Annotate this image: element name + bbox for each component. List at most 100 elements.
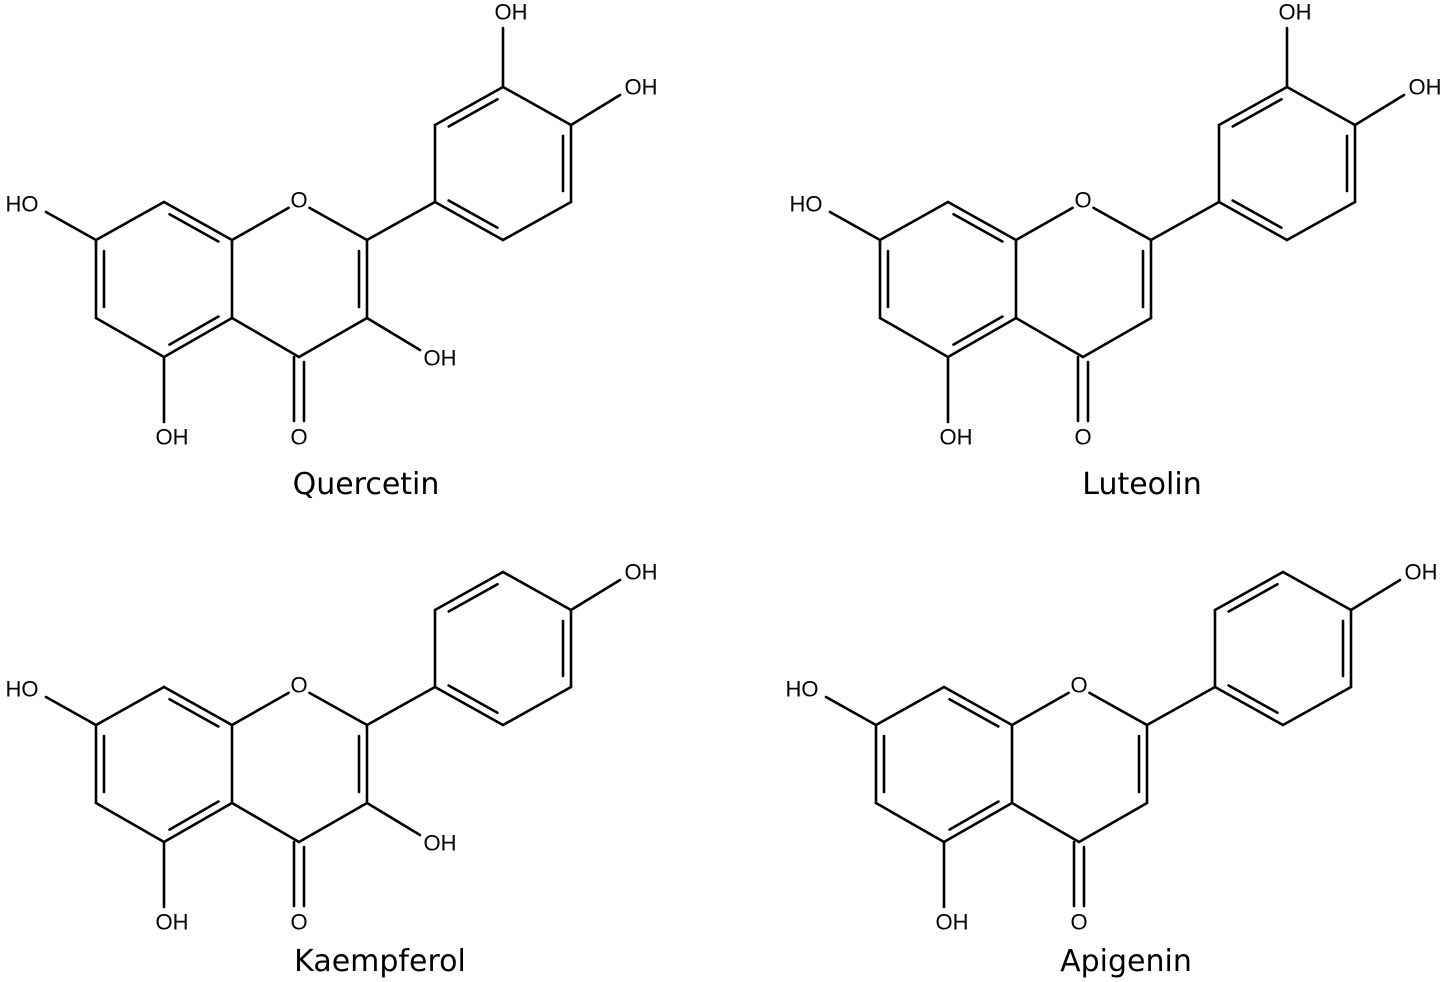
hydroxyl-label: OH — [424, 346, 457, 371]
bond — [946, 316, 1018, 359]
bond — [1285, 200, 1357, 242]
double-bond-line — [168, 800, 220, 831]
bond — [501, 200, 573, 242]
bond — [1010, 691, 1070, 727]
bond — [569, 578, 622, 612]
double-bond-line — [948, 697, 1000, 728]
bond — [94, 316, 166, 359]
bond — [230, 691, 290, 727]
bond — [942, 801, 1014, 844]
bond — [297, 316, 369, 359]
hydroxyl-label: OH — [495, 0, 528, 25]
bond — [230, 316, 301, 359]
bond — [297, 801, 369, 844]
bond — [162, 200, 234, 242]
bond — [162, 801, 234, 844]
bond — [824, 695, 878, 727]
hydroxyl-label: HO — [6, 677, 39, 702]
bond — [501, 570, 573, 612]
bond — [1285, 85, 1357, 127]
bond — [94, 685, 166, 727]
ring-oxygen-label: O — [290, 673, 307, 698]
bond — [94, 801, 166, 844]
hydroxyl-label: OH — [625, 560, 658, 585]
bond — [308, 206, 369, 242]
hydroxyl-label: OH — [940, 425, 973, 450]
bond — [501, 685, 573, 727]
hydroxyl-label: OH — [1279, 0, 1312, 25]
bond — [1281, 685, 1353, 727]
bond — [1213, 685, 1285, 727]
bond — [1217, 85, 1289, 127]
double-bond-line — [1227, 684, 1279, 715]
double-bond-line — [1231, 97, 1283, 128]
bond — [230, 206, 290, 242]
bond — [433, 200, 505, 242]
hydroxyl-label: OH — [1409, 75, 1442, 100]
bond — [1077, 801, 1149, 844]
hydroxyl-label: OH — [625, 75, 658, 100]
bond — [1014, 206, 1074, 242]
ring-oxygen-label: O — [1074, 188, 1091, 213]
ring-oxygen-label: O — [1070, 673, 1087, 698]
bond — [1088, 691, 1149, 727]
hydroxyl-label: OH — [1405, 560, 1438, 585]
bond — [1213, 570, 1285, 612]
carbonyl-oxygen-label: O — [1070, 910, 1087, 935]
double-bond-line — [447, 97, 499, 128]
bond — [1092, 206, 1153, 242]
bond — [946, 200, 1018, 242]
compound-name-kaempferol: Kaempferol — [294, 944, 466, 979]
double-bond-line — [1231, 199, 1283, 230]
compound-name-apigenin: Apigenin — [1060, 944, 1192, 979]
carbonyl-oxygen-label: O — [1074, 425, 1091, 450]
double-bond-line — [447, 582, 499, 613]
hydroxyl-label: HO — [6, 192, 39, 217]
compound-name-luteolin: Luteolin — [1082, 467, 1201, 502]
bond — [1281, 570, 1353, 612]
bond — [1081, 316, 1153, 359]
bond — [1217, 200, 1289, 242]
double-bond-line — [952, 315, 1004, 346]
double-bond-line — [168, 212, 220, 243]
bond — [942, 685, 1014, 727]
bond — [433, 570, 505, 612]
bond — [162, 685, 234, 727]
hydroxyl-label: OH — [936, 910, 969, 935]
bond — [44, 695, 98, 727]
compound-name-quercetin: Quercetin — [293, 467, 440, 502]
bond — [1349, 578, 1402, 612]
bond — [569, 93, 622, 127]
double-bond-line — [948, 800, 1000, 831]
bond — [501, 85, 573, 127]
double-bond-line — [447, 199, 499, 230]
bond — [365, 801, 422, 837]
double-bond-line — [168, 315, 220, 346]
bond — [365, 316, 422, 352]
hydroxyl-label: OH — [156, 910, 189, 935]
bond — [1145, 685, 1217, 727]
double-bond-line — [1227, 582, 1279, 613]
bond — [162, 316, 234, 359]
hydroxyl-label: HO — [790, 192, 823, 217]
bond — [1014, 316, 1085, 359]
bond — [878, 200, 950, 242]
bond — [1010, 801, 1081, 844]
ring-oxygen-label: O — [290, 188, 307, 213]
bond — [874, 801, 946, 844]
bond — [878, 316, 950, 359]
double-bond-line — [447, 684, 499, 715]
double-bond-line — [952, 212, 1004, 243]
hydroxyl-label: OH — [156, 425, 189, 450]
bond — [230, 801, 301, 844]
bond — [1149, 200, 1221, 242]
carbonyl-oxygen-label: O — [290, 425, 307, 450]
bond — [828, 210, 882, 242]
bond — [433, 85, 505, 127]
double-bond-line — [168, 697, 220, 728]
